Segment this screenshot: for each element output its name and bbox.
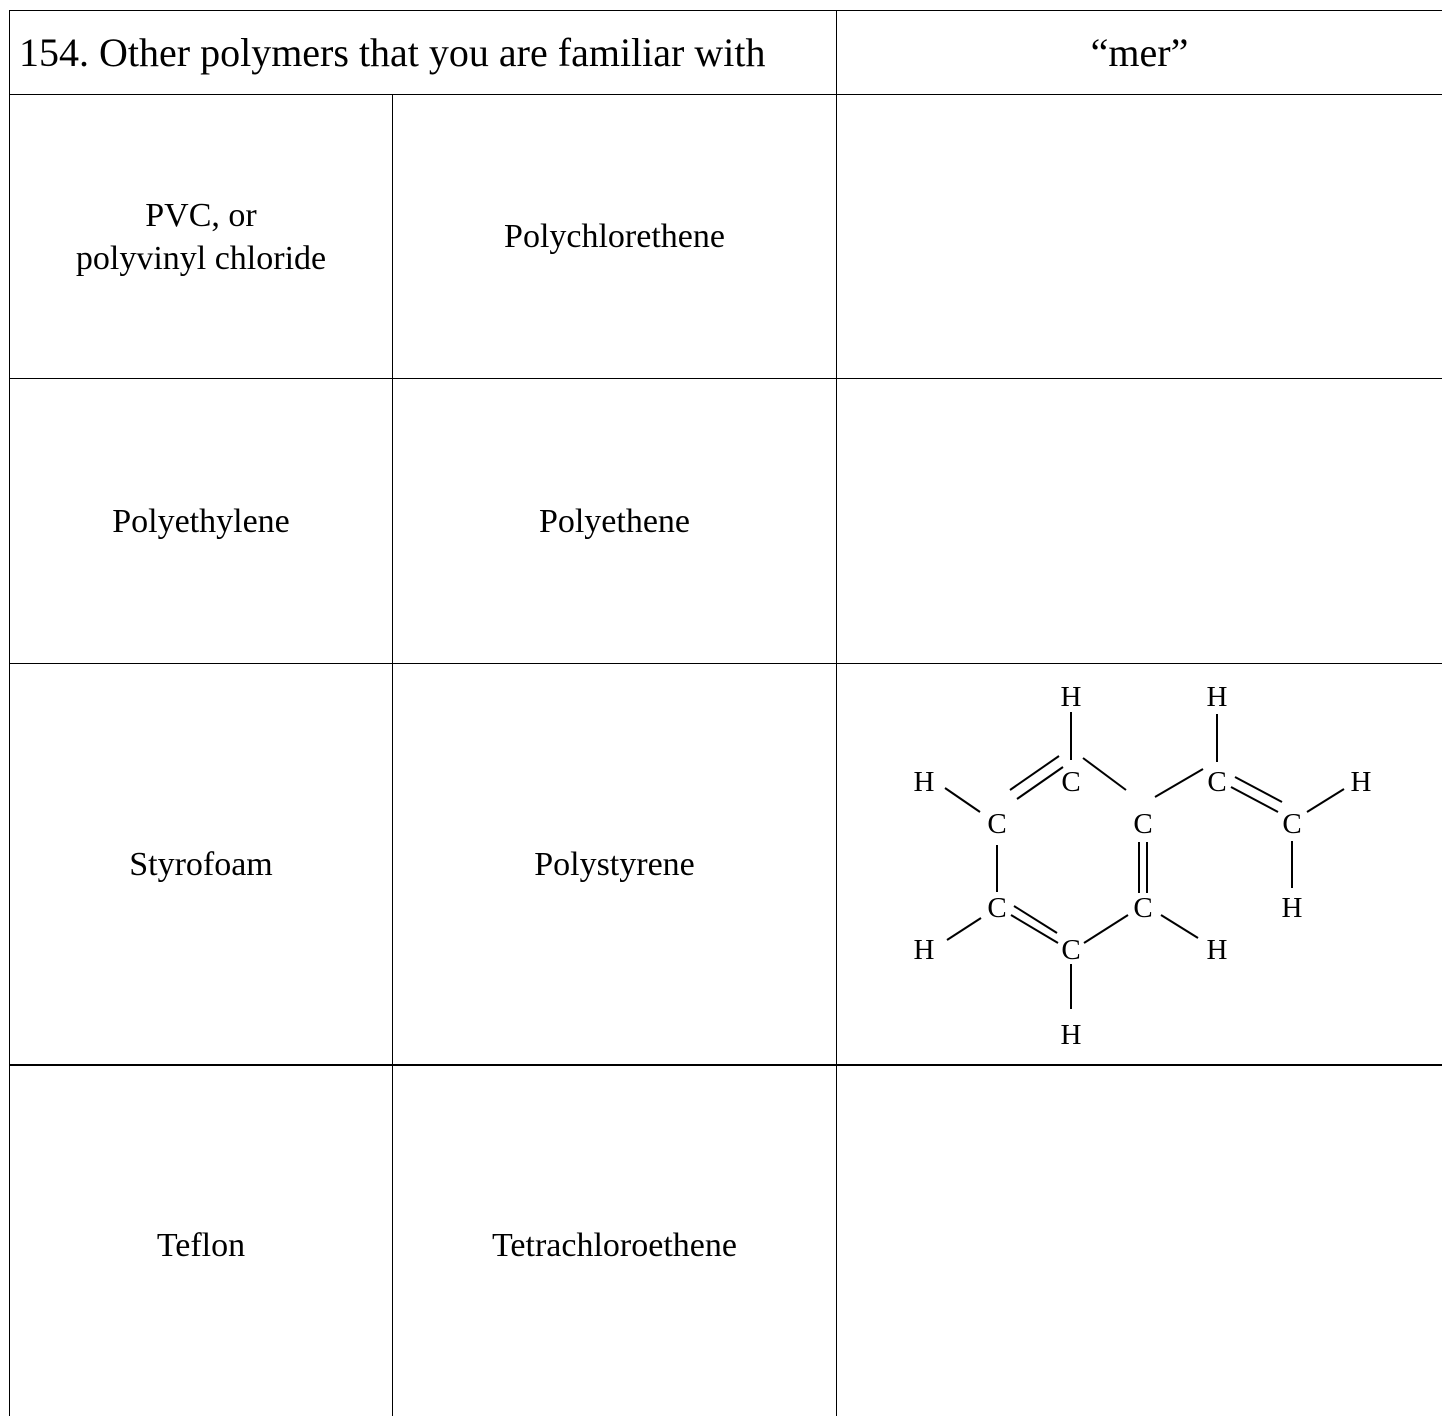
atom-c-ring-upper-left: C — [987, 808, 1006, 840]
bond-c4-c5 — [1083, 914, 1129, 944]
row-1-common-name: PVC, or polyvinyl chloride — [10, 95, 392, 378]
bond-c6-h — [946, 917, 982, 941]
row-2-mer-cell — [837, 379, 1442, 663]
row-1-mer-cell — [837, 95, 1442, 378]
atom-c-ring-lower-left: C — [987, 892, 1006, 924]
bond-c5-c6 — [1010, 914, 1059, 944]
atom-h-right: H — [1351, 766, 1372, 798]
table-title: 154. Other polymers that you are familia… — [19, 30, 766, 75]
bond-c4-h — [1160, 914, 1199, 939]
bond-c5-c6-double — [1013, 905, 1058, 934]
table-border-left — [9, 10, 10, 1416]
row-1-bottom-line — [9, 378, 1442, 379]
bond-vinyl-double — [1230, 786, 1279, 813]
atom-h-top-vinyl: H — [1207, 681, 1228, 713]
row-2-common-name: Polyethylene — [112, 502, 290, 540]
row-4-systematic-name: Tetrachloroethene — [492, 1226, 737, 1264]
row-3-bottom-line — [9, 1064, 1442, 1066]
row-2-systematic-name: Polyethene — [538, 502, 691, 540]
atom-h-top-ring: H — [1061, 681, 1082, 713]
bond-ring-vinyl — [1154, 768, 1204, 798]
row-1-systematic-name: Polychlorethene — [504, 218, 725, 255]
header-bottom-line — [9, 94, 1442, 95]
atom-labels: H H C C H H C C C C C H C H H H — [914, 681, 1372, 1051]
atom-c-ring-top: C — [1061, 766, 1080, 798]
row-4-mer-cell — [837, 1066, 1442, 1416]
bond-c1-c2-double — [1016, 766, 1064, 800]
table-border-top — [9, 10, 1442, 11]
atom-h-ch2-lower: H — [1282, 892, 1303, 924]
bond-c1-c2 — [1009, 755, 1060, 791]
styrene-structure-diagram: H H C C H H C C C C C H C H H H — [914, 681, 1372, 1051]
atom-h-bottom: H — [1061, 1019, 1082, 1051]
atom-c-ring-upper-right: C — [1133, 808, 1152, 840]
atom-h-upper-left: H — [914, 766, 935, 798]
bond-vinyl-double-2 — [1234, 776, 1283, 803]
bond-c1-h — [944, 787, 981, 813]
atom-c-ring-bottom: C — [1061, 934, 1080, 966]
bond-lines — [944, 712, 1345, 1009]
row-1-common-name-line-2: polyvinyl chloride — [75, 239, 327, 277]
atom-c-ch2: C — [1282, 808, 1301, 840]
bond-c2-c3 — [1082, 757, 1127, 791]
column-divider-mer — [836, 10, 837, 1416]
atom-c-vinyl: C — [1207, 766, 1226, 798]
atom-c-ring-lower-right: C — [1133, 892, 1152, 924]
mer-column-header: “mer” — [1090, 30, 1189, 75]
row-3-common-name: Styrofoam — [129, 845, 273, 883]
atom-h-lower-right: H — [1207, 934, 1228, 966]
atom-h-lower-left: H — [914, 934, 935, 966]
column-divider-names — [392, 94, 393, 1416]
row-2-bottom-line — [9, 663, 1442, 664]
bond-ch2-h-right — [1306, 788, 1345, 813]
row-3-systematic-name: Polystyrene — [534, 845, 695, 883]
row-4-common-name: Teflon — [156, 1226, 246, 1264]
row-1-common-name-line-1: PVC, or — [145, 196, 257, 234]
